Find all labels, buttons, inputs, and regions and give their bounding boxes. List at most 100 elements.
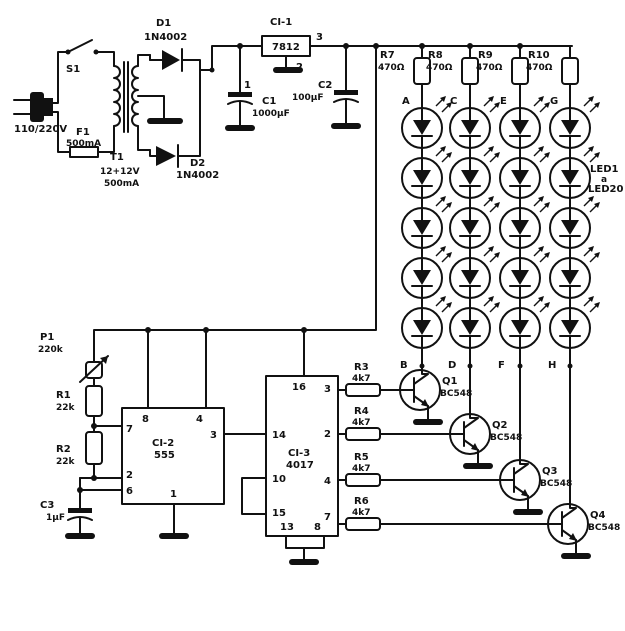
- led-icon: [549, 246, 600, 309]
- diode-d1-part: 1N4002: [144, 32, 187, 43]
- transformer-t1: [103, 51, 165, 153]
- transistor-part: BC548: [588, 523, 620, 533]
- resistor-r5: [345, 473, 381, 487]
- resistor-r6: [345, 517, 381, 531]
- led-icon: [449, 296, 500, 349]
- led-column-1: R7 470Ω A B: [378, 45, 452, 371]
- counter-pin7: 7: [324, 512, 331, 523]
- resistor-r1-label: R1: [56, 390, 71, 401]
- potentiometer-p1-label: P1: [40, 332, 54, 343]
- resistor-label: R3: [354, 362, 369, 373]
- transistor-icon: [547, 503, 589, 545]
- resistor-value: 4k7: [352, 374, 371, 384]
- capacitor-c2-label: C2: [318, 80, 332, 91]
- diode-d2-part: 1N4002: [176, 170, 219, 181]
- led-range-label-3: LED20: [588, 184, 623, 195]
- node-label-bottom: B: [400, 360, 408, 371]
- node-label-bottom: D: [448, 360, 456, 371]
- capacitor-c2: [331, 45, 361, 129]
- led-column-4: R10 470Ω G H: [526, 45, 600, 371]
- led-icon: [449, 146, 500, 209]
- led-icon: [499, 96, 550, 159]
- resistor-label: R8: [428, 50, 443, 61]
- counter-ci3-part: 4017: [286, 460, 314, 471]
- counter-ci3-label: CI-3: [288, 448, 310, 459]
- timer-pin2: 2: [126, 470, 133, 481]
- transformer-t1-current: 500mA: [104, 179, 139, 189]
- counter-pin14: 14: [272, 430, 286, 441]
- transistor-part: BC548: [440, 389, 472, 399]
- node-label-bottom: H: [548, 360, 556, 371]
- counter-pin10: 10: [272, 474, 286, 485]
- resistor-label: R6: [354, 496, 369, 507]
- timer-pin8: 8: [142, 414, 149, 425]
- resistor-r3: [345, 383, 381, 397]
- regulator-ci1-label: CI-1: [270, 17, 292, 28]
- switch-s1: [65, 39, 105, 55]
- node-label-bottom: F: [498, 360, 505, 371]
- fuse-f1-rating: 500mA: [66, 139, 101, 149]
- fuse-f1-label: F1: [76, 127, 90, 138]
- counter-pin16: 16: [292, 382, 306, 393]
- resistor-label: R7: [380, 50, 395, 61]
- capacitor-c3-value: 1µF: [46, 513, 65, 523]
- transistor-label: Q3: [542, 466, 558, 477]
- diode-d2-label: D2: [190, 158, 205, 169]
- node-label-top: E: [500, 96, 507, 107]
- led-icon: [499, 296, 550, 349]
- resistor-value: 470Ω: [476, 63, 503, 73]
- resistor-value: 4k7: [352, 418, 371, 428]
- capacitor-c3: [65, 489, 95, 539]
- resistor-r2-label: R2: [56, 444, 71, 455]
- transformer-t1-voltage: 12+12V: [100, 167, 140, 177]
- led-column-2: R8 470Ω C D: [426, 45, 500, 371]
- led-icon: [549, 146, 600, 209]
- led-icon: [449, 96, 500, 159]
- resistor-value: 470Ω: [426, 63, 453, 73]
- resistor-label: R5: [354, 452, 369, 463]
- diode-d2: [149, 69, 201, 168]
- resistor-value: 4k7: [352, 464, 371, 474]
- resistor-value: 470Ω: [378, 63, 405, 73]
- timer-ci2-label: CI-2: [152, 438, 174, 449]
- regulator-ci1-pin2: 2: [296, 62, 303, 73]
- resistor-value: 470Ω: [526, 63, 553, 73]
- led-icon: [401, 196, 452, 259]
- transformer-t1-label: T1: [110, 152, 124, 163]
- transistor-icon: [399, 369, 441, 411]
- led-range-label-2: a: [601, 175, 607, 185]
- switch-s1-label: S1: [66, 64, 80, 75]
- timer-pin3: 3: [210, 430, 217, 441]
- led-icon: [401, 146, 452, 209]
- counter-pin4: 4: [324, 476, 331, 487]
- led-icon: [499, 246, 550, 309]
- led-icon: [401, 296, 452, 349]
- counter-pin3: 3: [324, 384, 331, 395]
- led-icon: [549, 296, 600, 349]
- capacitor-c1: [225, 45, 255, 131]
- timer-ci2: [121, 329, 225, 539]
- led-icon: [549, 196, 600, 259]
- timer-pin6: 6: [126, 486, 133, 497]
- led-icon: [401, 96, 452, 159]
- counter-pin8: 8: [314, 522, 321, 533]
- led-icon: [401, 246, 452, 309]
- resistor-label: R10: [528, 50, 550, 61]
- led-icon: [499, 146, 550, 209]
- resistor-r2-value: 22k: [56, 457, 76, 467]
- timer-pin1: 1: [170, 489, 177, 500]
- capacitor-c1-value: 1000µF: [252, 109, 290, 119]
- node-label-top: A: [402, 96, 410, 107]
- node-label-top: C: [450, 96, 457, 107]
- counter-ci3: [241, 329, 339, 565]
- led-icon: [449, 196, 500, 259]
- node-label-top: G: [550, 96, 558, 107]
- transistor-label: Q4: [590, 510, 606, 521]
